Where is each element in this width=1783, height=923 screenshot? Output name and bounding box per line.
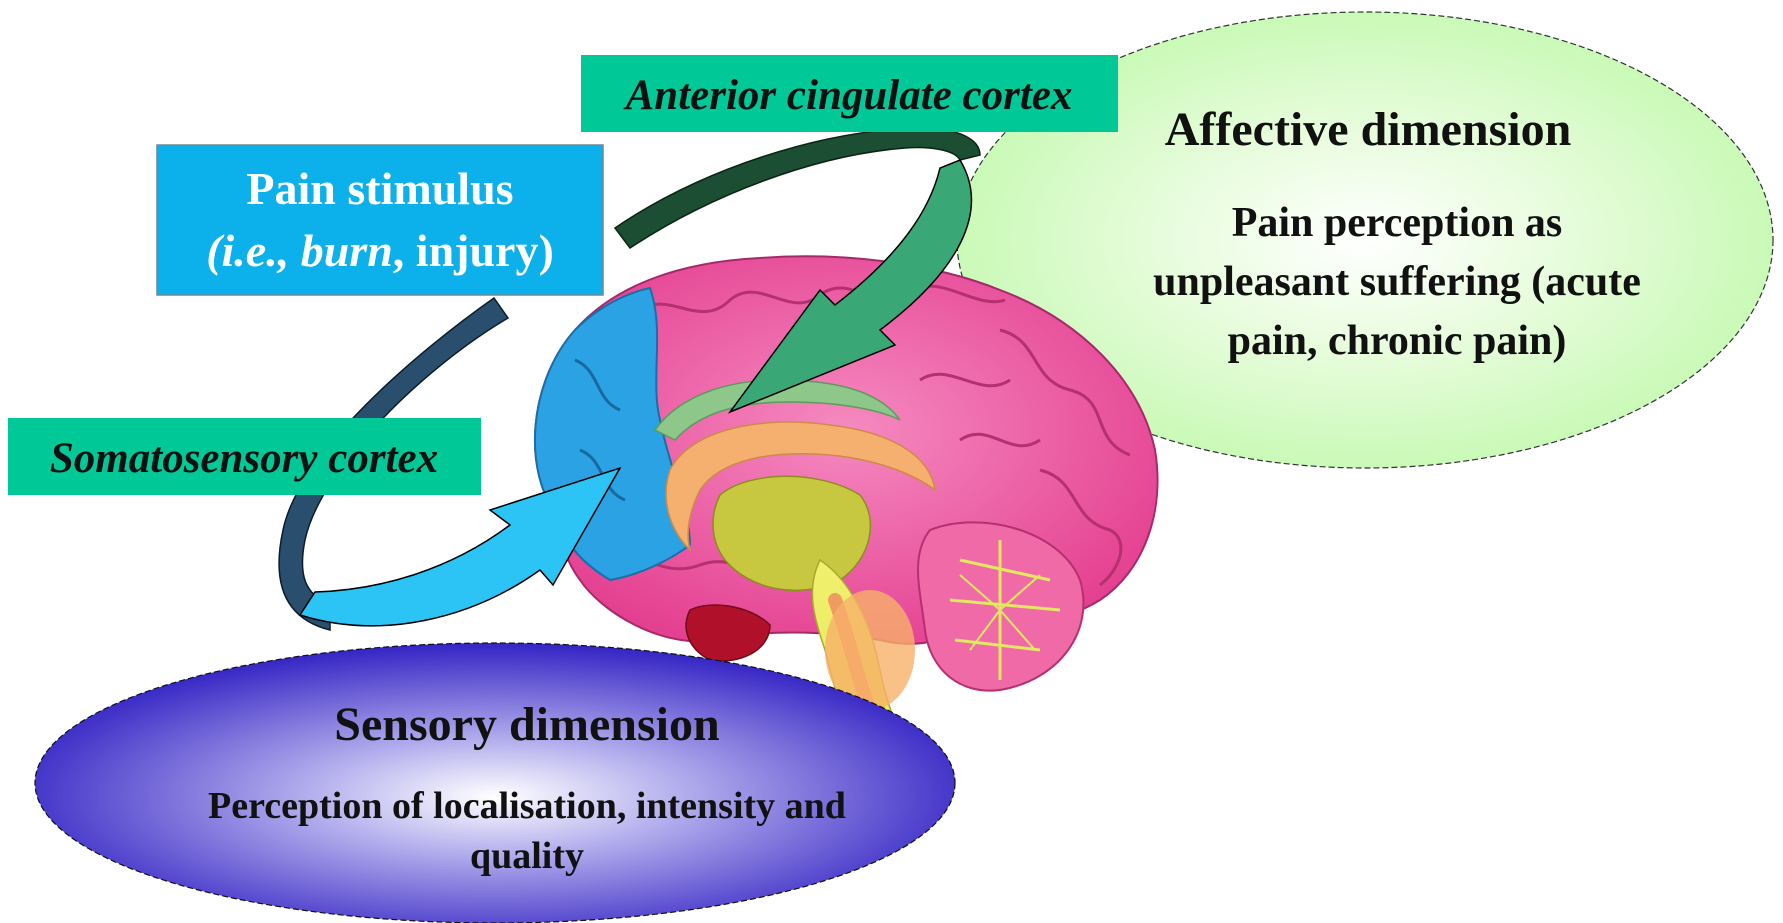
anterior-cingulate-text: Anterior cingulate cortex (623, 72, 1073, 119)
sensory-line-2: quality (470, 835, 584, 877)
sensory-dimension-title: Sensory dimension (334, 698, 719, 751)
sensory-line-1: Perception of localisation, intensity an… (208, 785, 846, 827)
pain-stimulus-box: Pain stimulus (i.e., burn, injury) (157, 145, 603, 295)
affective-line-1: Pain perception as (1232, 200, 1563, 246)
somatosensory-label: Somatosensory cortex (8, 418, 481, 495)
sensory-dimension-ellipse (35, 643, 955, 923)
affective-line-3: pain, chronic pain) (1228, 318, 1567, 364)
somatosensory-text: Somatosensory cortex (50, 435, 438, 482)
affective-line-2: unpleasant suffering (acute (1153, 259, 1641, 305)
affective-dimension-title: Affective dimension (1165, 103, 1572, 156)
pain-stimulus-title: Pain stimulus (246, 163, 513, 214)
anterior-cingulate-label: Anterior cingulate cortex (581, 55, 1118, 132)
pain-stimulus-example: (i.e., burn, injury) (206, 225, 554, 276)
